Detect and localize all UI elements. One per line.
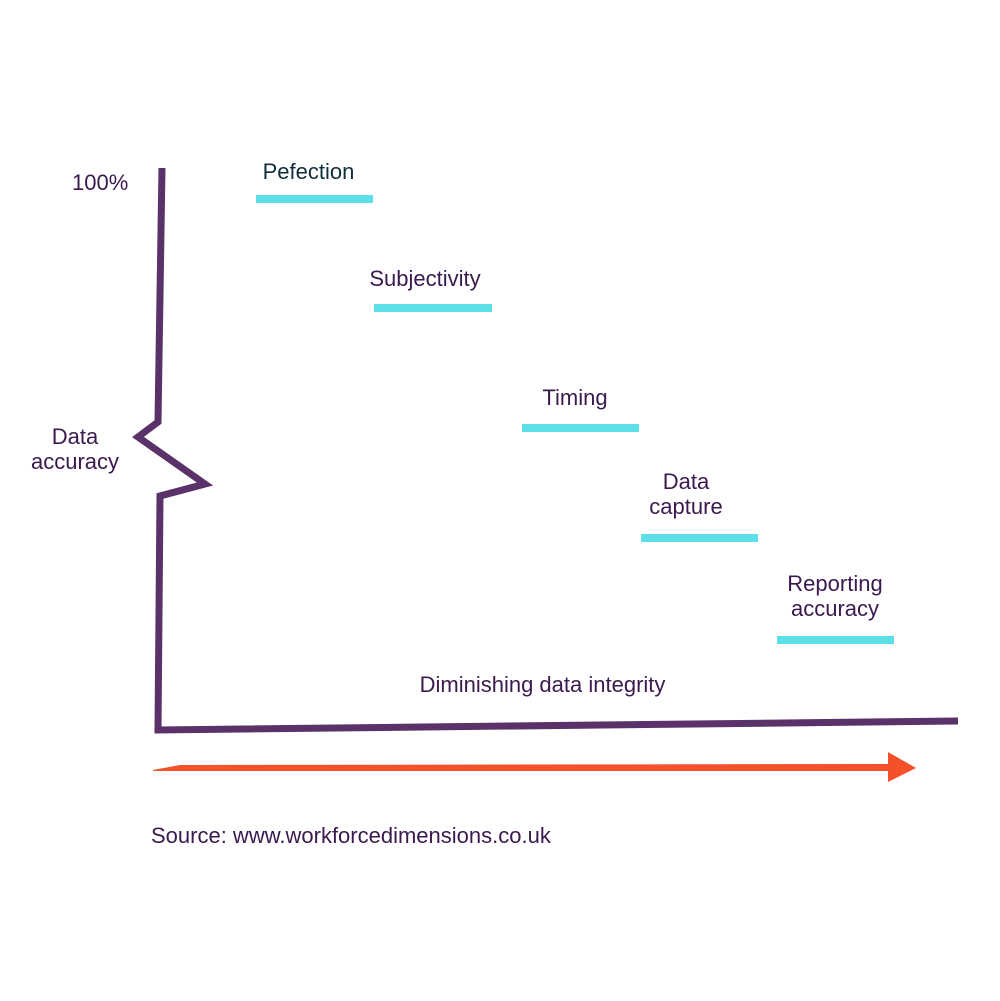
step-label-line1: Reporting: [787, 571, 883, 596]
step-label-line2: accuracy: [790, 596, 880, 621]
step-bar-subjectivity: [374, 304, 492, 312]
y-axis-label-line2: accuracy: [30, 449, 120, 474]
step-label-timing: Timing: [542, 385, 608, 410]
step-bar-timing: [522, 424, 639, 432]
arrow-line: [153, 764, 890, 771]
y-axis-top-label: 100%: [72, 170, 129, 195]
step-label-pefection: Pefection: [262, 159, 355, 184]
step-label-data-capture: Data capture: [616, 469, 756, 519]
y-axis-label-line1: Data: [51, 424, 99, 449]
y-axis-label: Data accuracy: [20, 424, 130, 474]
y-axis-line: [132, 167, 959, 734]
x-axis-label: Diminishing data integrity: [419, 672, 666, 697]
step-bar-data-capture: [641, 534, 758, 542]
step-bar-pefection: [256, 195, 373, 203]
arrow-head-icon: [888, 752, 916, 782]
step-bar-reporting-accuracy: [777, 636, 894, 644]
step-label-line2: capture: [649, 494, 723, 519]
step-label-subjectivity: Subjectivity: [369, 266, 481, 291]
step-label-line1: Data: [662, 469, 710, 494]
step-label-reporting-accuracy: Reporting accuracy: [760, 571, 910, 621]
source-note: Source: www.workforcedimensions.co.uk: [151, 823, 551, 848]
